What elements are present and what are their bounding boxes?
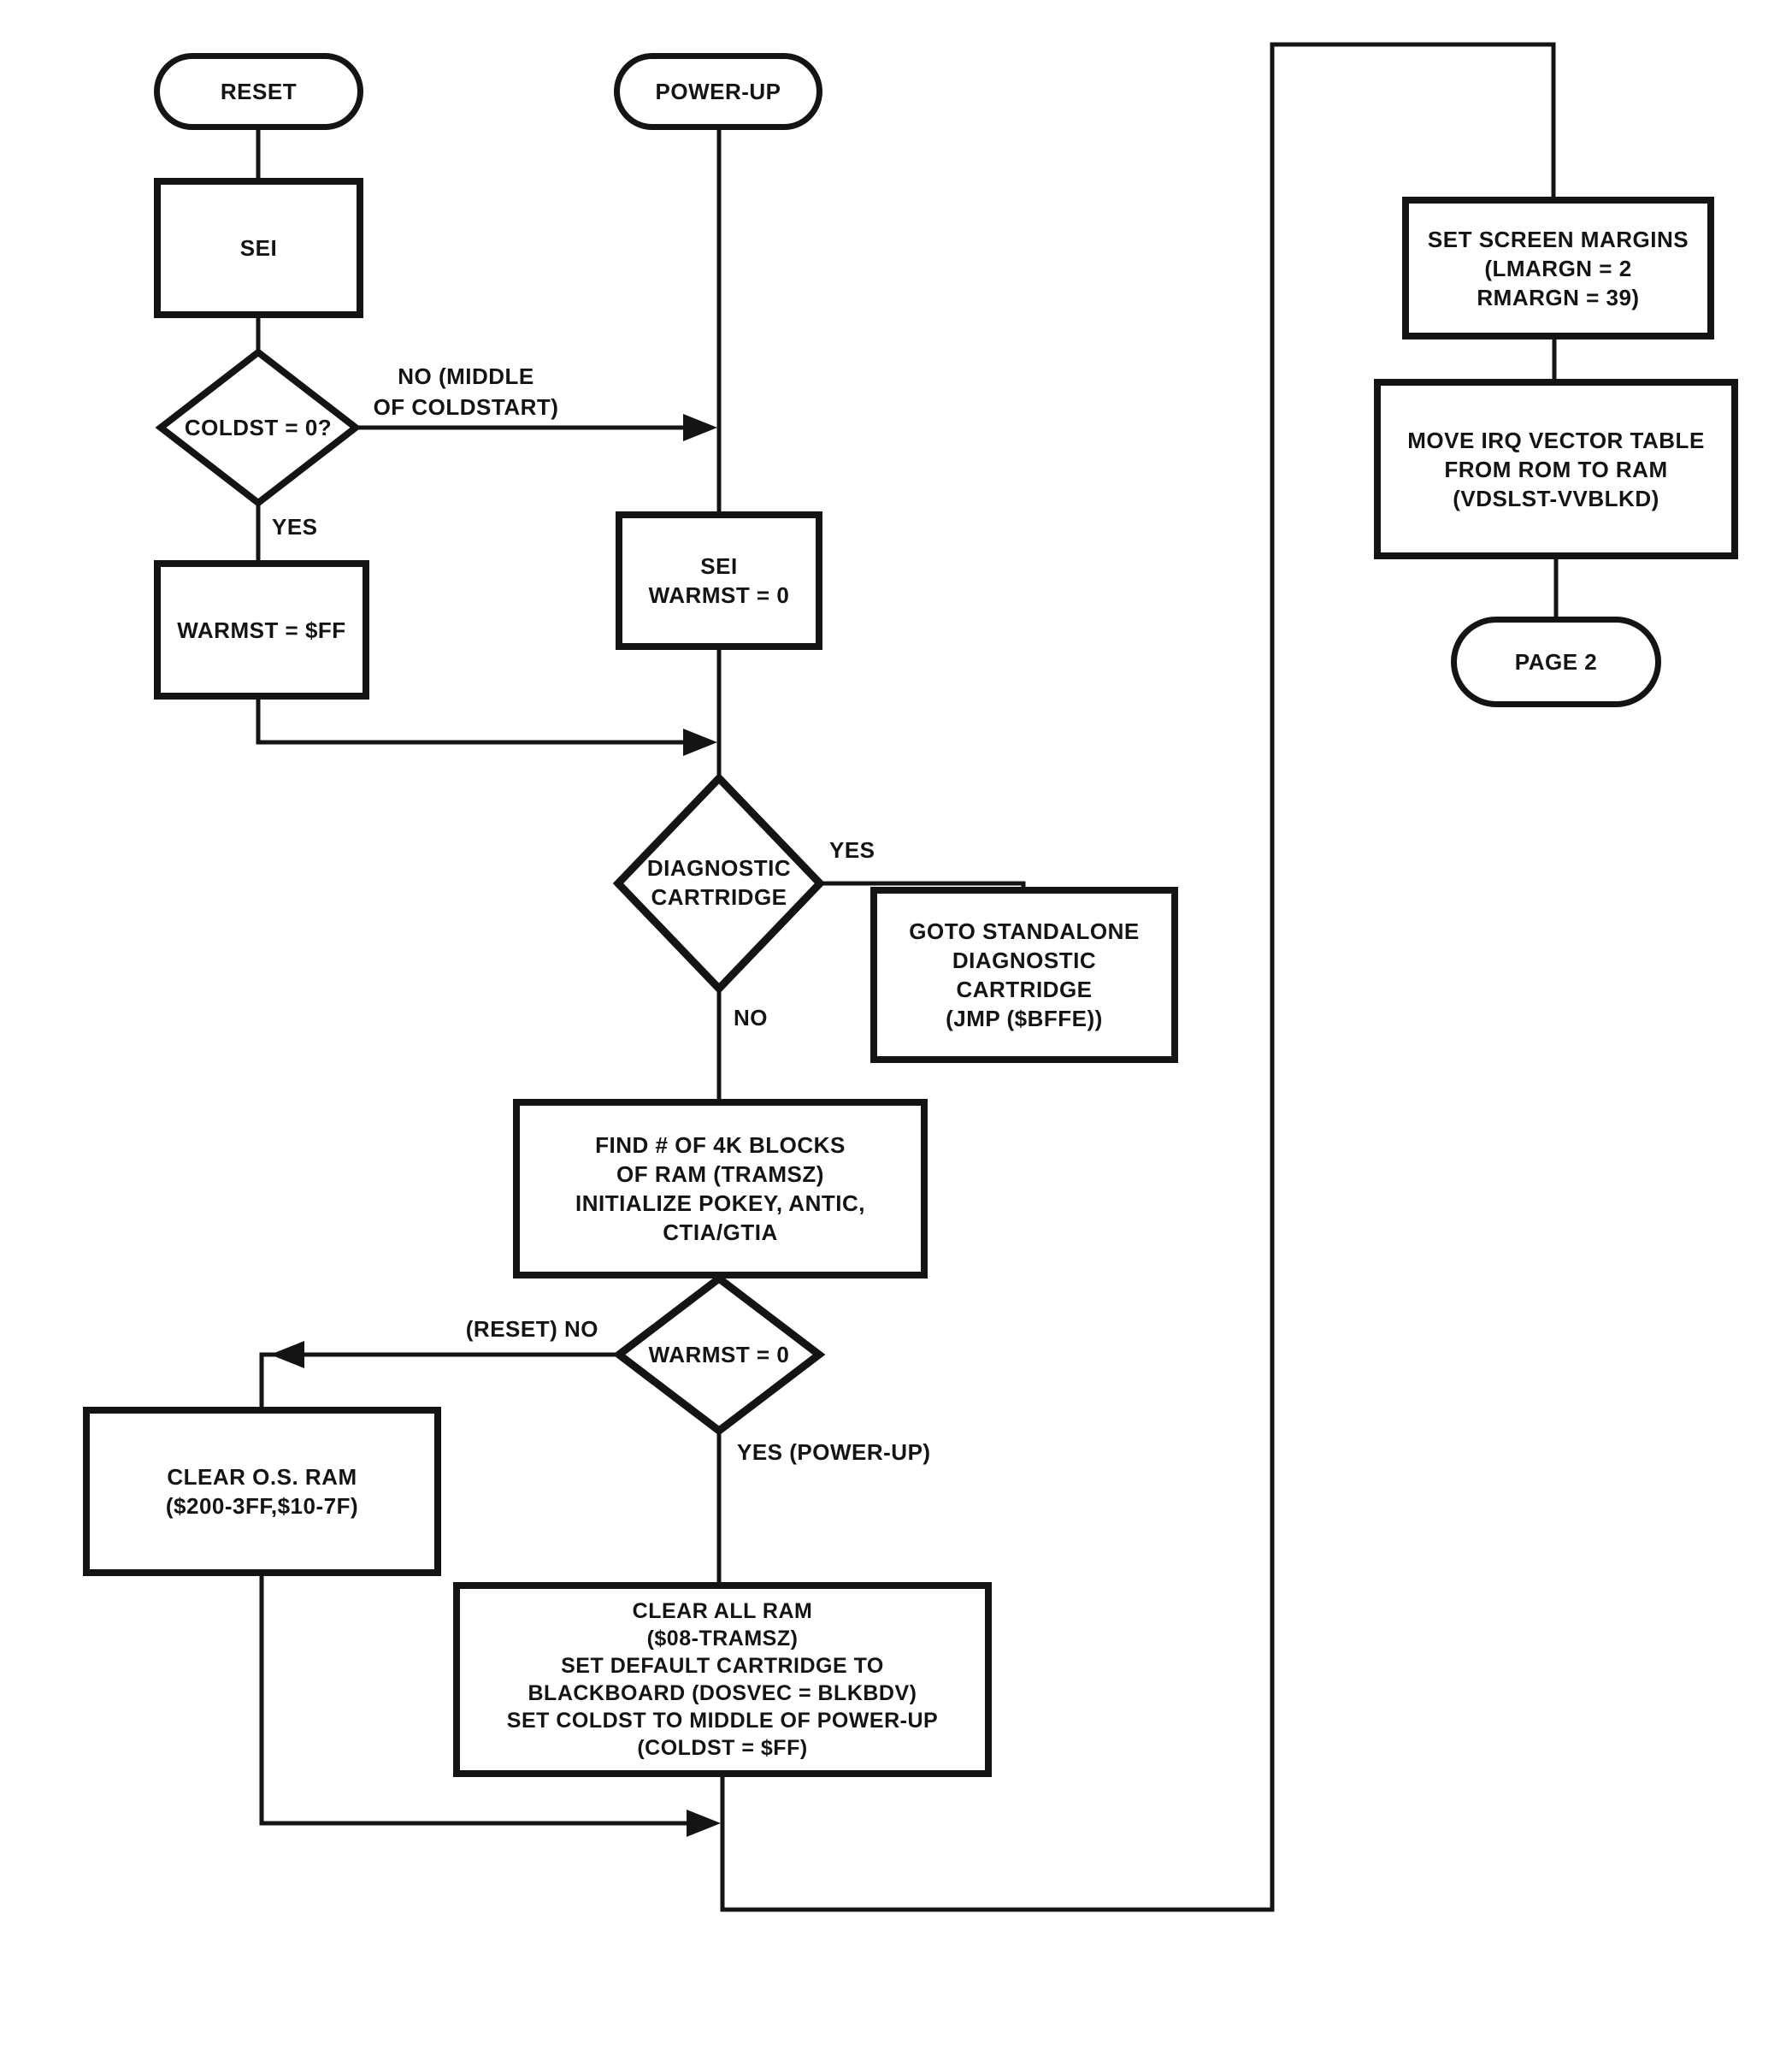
warmst-yes-edge-label: YES (POWER-UP) — [737, 1439, 931, 1465]
decision-shapes — [155, 347, 826, 1436]
goto-standalone-line2: DIAGNOSTIC — [952, 948, 1097, 973]
edge-clearall-loop-to-margins — [720, 42, 1556, 1912]
warmst-no-edge-label: (RESET) NO — [465, 1316, 598, 1342]
coldst-diamond-shape — [155, 347, 362, 508]
edge-warmst-no — [259, 1352, 619, 1407]
arrowheads — [270, 414, 721, 1837]
warmst-decision-label: WARMST = 0 — [616, 1339, 822, 1370]
diagnostic-yes-edge-label: YES — [829, 837, 875, 863]
clear-all-ram-line4: BLACKBOARD (DOSVEC = BLKBDV) — [528, 1681, 917, 1705]
move-irq-line2: FROM ROM TO RAM — [1444, 456, 1668, 482]
find-ram-line4: CTIA/GTIA — [663, 1219, 778, 1245]
diagnostic-no-edge-label: NO — [734, 1005, 768, 1030]
diagnostic-decision-line2: CARTRIDGE — [651, 884, 787, 910]
find-ram-process-box: FIND # OF 4K BLOCKS OF RAM (TRAMSZ) INIT… — [513, 1099, 928, 1278]
coldst-decision-label: COLDST = 0? — [156, 412, 361, 443]
goto-standalone-line3: CARTRIDGE — [956, 977, 1093, 1002]
sei-warmst-process-box: SEI WARMST = 0 — [616, 511, 822, 650]
sei-warmst-line1: SEI — [700, 553, 738, 579]
sei-label: SEI — [239, 235, 278, 261]
power-up-terminator: POWER-UP — [614, 53, 822, 130]
find-ram-line2: OF RAM (TRAMSZ) — [616, 1161, 824, 1187]
set-screen-margins-line3: RMARGN = 39) — [1477, 284, 1640, 310]
clear-all-ram-process-box: CLEAR ALL RAM ($08-TRAMSZ) SET DEFAULT C… — [453, 1582, 992, 1777]
arrowhead-clearos-icon — [687, 1810, 721, 1837]
coldst-yes-edge-label: YES — [272, 514, 318, 540]
clear-all-ram-line3: SET DEFAULT CARTRIDGE TO — [561, 1654, 884, 1678]
coldst-no-line1: NO (MIDDLE — [398, 363, 534, 389]
page-2-label: PAGE 2 — [1514, 649, 1598, 675]
arrowhead-warmst-no-icon — [270, 1341, 304, 1368]
coldst-no-line2: OF COLDSTART) — [373, 394, 559, 420]
warmst-ff-label: WARMST = $FF — [177, 617, 346, 643]
clear-all-ram-line1: CLEAR ALL RAM — [632, 1599, 813, 1623]
goto-standalone-line4: (JMP ($BFFE)) — [946, 1006, 1103, 1031]
edge-clearos-to-main — [259, 1576, 687, 1826]
reset-terminator: RESET — [154, 53, 363, 130]
page-2-terminator: PAGE 2 — [1451, 617, 1661, 707]
clear-os-ram-line2: ($200-3FF,$10-7F) — [165, 1493, 359, 1519]
connector-lines — [256, 42, 1559, 1912]
clear-all-ram-line5: SET COLDST TO MIDDLE OF POWER-UP — [506, 1709, 939, 1733]
edge-warmstff-to-main — [256, 700, 683, 745]
move-irq-process-box: MOVE IRQ VECTOR TABLE FROM ROM TO RAM (V… — [1374, 379, 1738, 559]
clear-os-ram-process-box: CLEAR O.S. RAM ($200-3FF,$10-7F) — [83, 1407, 441, 1576]
move-irq-line1: MOVE IRQ VECTOR TABLE — [1407, 427, 1705, 453]
goto-standalone-line1: GOTO STANDALONE — [909, 918, 1140, 944]
set-screen-margins-line2: (LMARGN = 2 — [1484, 255, 1632, 281]
sei-warmst-line2: WARMST = 0 — [648, 582, 790, 608]
reset-label: RESET — [220, 79, 298, 104]
find-ram-line1: FIND # OF 4K BLOCKS — [595, 1132, 846, 1158]
clear-all-ram-line2: ($08-TRAMSZ) — [646, 1627, 799, 1650]
move-irq-line3: (VDSLST-VVBLKD) — [1453, 485, 1659, 511]
find-ram-line3: INITIALIZE POKEY, ANTIC, — [575, 1190, 865, 1216]
diagnostic-diamond-shape — [612, 772, 826, 995]
set-screen-margins-process-box: SET SCREEN MARGINS (LMARGN = 2 RMARGN = … — [1402, 197, 1714, 340]
diagnostic-decision-line1: DIAGNOSTIC — [646, 855, 792, 881]
coldst-decision-text: COLDST = 0? — [184, 415, 333, 440]
warmst-diamond-shape — [612, 1273, 826, 1436]
clear-all-ram-line6: (COLDST = $FF) — [637, 1736, 808, 1760]
diagnostic-decision-label: DIAGNOSTIC CARTRIDGE — [625, 852, 813, 913]
set-screen-margins-line1: SET SCREEN MARGINS — [1427, 226, 1689, 252]
sei-process-box: SEI — [154, 178, 363, 318]
arrowhead-warmstff-icon — [683, 729, 717, 756]
warmst-ff-process-box: WARMST = $FF — [154, 560, 369, 700]
coldst-no-edge-label: NO (MIDDLE OF COLDSTART) — [359, 361, 573, 422]
clear-os-ram-line1: CLEAR O.S. RAM — [167, 1464, 357, 1490]
arrowhead-coldst-no-icon — [683, 414, 717, 441]
goto-standalone-process-box: GOTO STANDALONE DIAGNOSTIC CARTRIDGE (JM… — [870, 887, 1178, 1063]
power-up-label: POWER-UP — [655, 79, 781, 104]
warmst-decision-text: WARMST = 0 — [648, 1342, 790, 1367]
